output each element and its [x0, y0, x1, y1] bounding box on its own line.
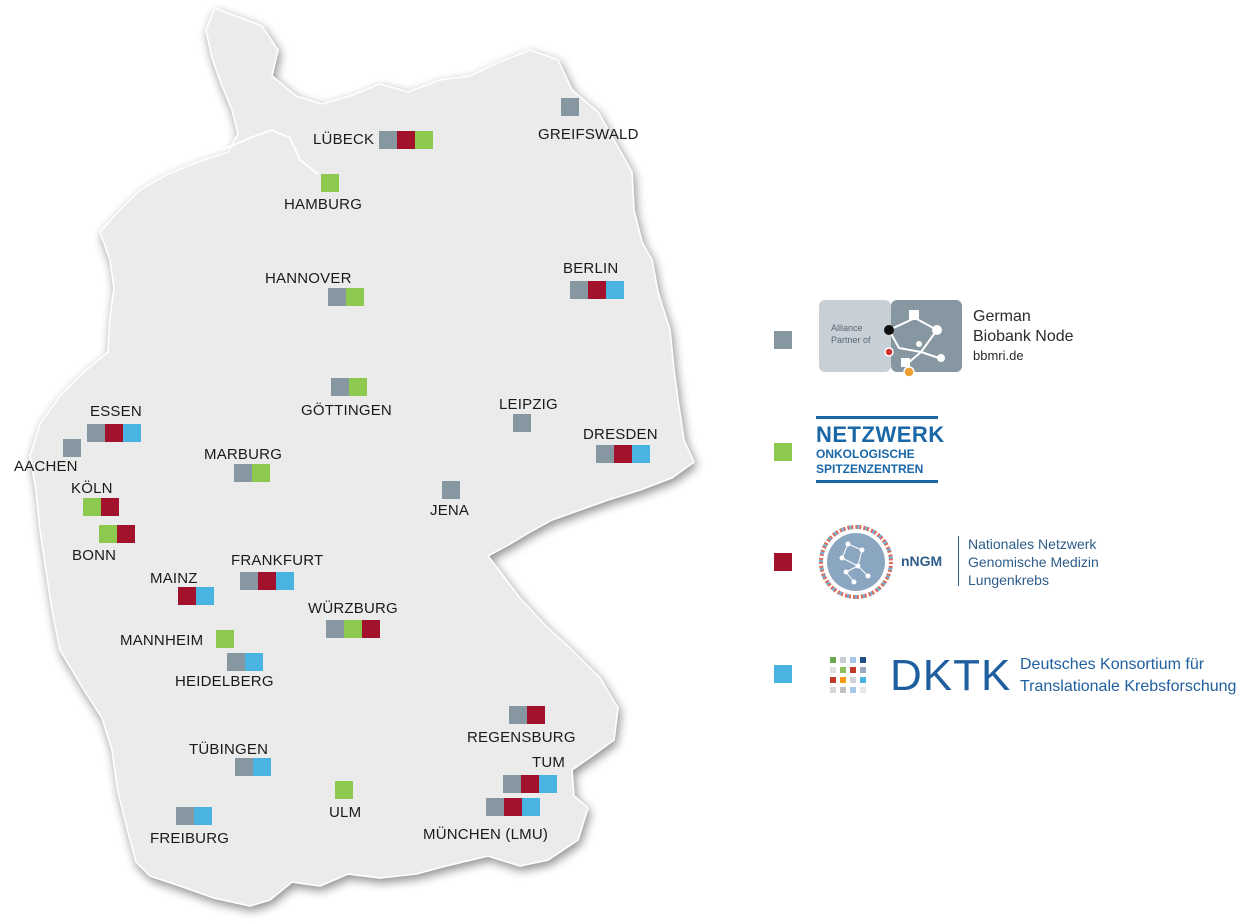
marker-nngm	[178, 587, 196, 605]
biobank-network-icon	[819, 300, 962, 378]
marker-nngm	[117, 525, 135, 543]
nwoz-line-3: SPITZENZENTREN	[816, 462, 924, 476]
city-label-frankfurt: FRANKFURT	[231, 552, 324, 569]
marker-nngm	[101, 498, 119, 516]
city-label-mainz: MAINZ	[150, 570, 198, 587]
marker-nngm	[362, 620, 380, 638]
city-label-freiburg: FREIBURG	[150, 830, 230, 847]
marker-nwoz	[321, 174, 339, 192]
germany-outline	[29, 7, 695, 907]
marker-dktk	[194, 807, 212, 825]
gbn-url: bbmri.de	[973, 348, 1024, 363]
city-label-mannheim: MANNHEIM	[120, 632, 204, 649]
marker-nwoz	[83, 498, 101, 516]
marker-nngm	[614, 445, 632, 463]
city-label-muenchen: MÜNCHEN (LMU)	[423, 826, 549, 843]
city-label-hamburg: HAMBURG	[284, 196, 363, 213]
city-label-koeln: KÖLN	[71, 480, 113, 497]
marker-nngm	[527, 706, 545, 724]
dktk-text: Deutsches Konsortium für Translationale …	[1020, 656, 1237, 695]
marker-nwoz	[344, 620, 362, 638]
city-label-essen: ESSEN	[90, 403, 142, 420]
city-label-berlin: BERLIN	[563, 260, 619, 277]
city-label-regensburg: REGENSBURG	[467, 729, 576, 746]
marker-gbn	[513, 414, 531, 432]
marker-nwoz	[346, 288, 364, 306]
marker-gbn	[442, 481, 460, 499]
nwoz-line-1: NETZWERK	[816, 422, 945, 447]
alliance-partner-text: Alliance Partner of	[831, 323, 871, 345]
city-label-bonn: BONN	[72, 547, 117, 564]
marker-gbn	[596, 445, 614, 463]
dktk-dots-icon	[830, 657, 866, 693]
marker-nwoz	[216, 630, 234, 648]
marker-nngm	[397, 131, 415, 149]
nwoz-line-2: ONKOLOGISCHE	[816, 447, 915, 461]
city-label-hannover: HANNOVER	[265, 270, 352, 287]
marker-nwoz	[252, 464, 270, 482]
marker-gbn	[328, 288, 346, 306]
marker-gbn	[503, 775, 521, 793]
marker-gbn	[509, 706, 527, 724]
marker-dktk	[522, 798, 540, 816]
marker-dktk	[123, 424, 141, 442]
marker-gbn	[240, 572, 258, 590]
city-label-wuerzburg: WÜRZBURG	[308, 600, 398, 617]
nngm-germany-icon	[819, 525, 893, 599]
city-label-ulm: ULM	[329, 804, 362, 821]
marker-dktk	[632, 445, 650, 463]
city-label-aachen: AACHEN	[14, 458, 78, 475]
marker-gbn	[176, 807, 194, 825]
marker-nngm	[504, 798, 522, 816]
legend-marker-dktk	[774, 665, 792, 683]
legend-marker-nwoz	[774, 443, 792, 461]
city-label-dresden: DRESDEN	[583, 426, 658, 443]
marker-gbn	[63, 439, 81, 457]
marker-gbn	[570, 281, 588, 299]
german-biobank-node-logo: Alliance Partner of German Biobank Node …	[819, 300, 1079, 378]
marker-dktk	[253, 758, 271, 776]
city-label-goettingen: GÖTTINGEN	[301, 402, 392, 419]
marker-dktk	[196, 587, 214, 605]
gbn-title: German Biobank Node	[973, 308, 1074, 345]
city-label-jena: JENA	[430, 502, 470, 519]
dktk-abbr: DKTK	[890, 651, 1012, 700]
marker-gbn	[486, 798, 504, 816]
marker-gbn	[234, 464, 252, 482]
marker-dktk	[539, 775, 557, 793]
nngm-text: Nationales Netzwerk Genomische Medizin L…	[968, 536, 1099, 588]
nngm-abbr: nNGM	[901, 553, 943, 569]
marker-gbn	[561, 98, 579, 116]
marker-nngm	[258, 572, 276, 590]
marker-dktk	[276, 572, 294, 590]
city-label-heidelberg: HEIDELBERG	[175, 673, 274, 690]
city-label-leipzig: LEIPZIG	[499, 396, 558, 413]
marker-gbn	[87, 424, 105, 442]
marker-nwoz	[349, 378, 367, 396]
marker-gbn	[326, 620, 344, 638]
legend-marker-gbn	[774, 331, 792, 349]
city-label-greifswald: GREIFSWALD	[538, 126, 639, 143]
city-label-marburg: MARBURG	[204, 446, 283, 463]
marker-gbn	[331, 378, 349, 396]
marker-gbn	[235, 758, 253, 776]
city-label-tum: TUM	[532, 754, 566, 771]
marker-dktk	[245, 653, 263, 671]
marker-nngm	[105, 424, 123, 442]
dktk-logo: DKTK Deutsches Konsortium für Translatio…	[828, 650, 1248, 700]
city-label-luebeck: LÜBECK	[313, 131, 375, 148]
netzwerk-oz-logo: NETZWERK ONKOLOGISCHE SPITZENZENTREN	[816, 416, 945, 483]
marker-nngm	[521, 775, 539, 793]
marker-gbn	[379, 131, 397, 149]
marker-gbn	[227, 653, 245, 671]
marker-nwoz	[415, 131, 433, 149]
marker-dktk	[606, 281, 624, 299]
marker-nwoz	[335, 781, 353, 799]
city-label-tuebingen: TÜBINGEN	[189, 741, 269, 758]
marker-nwoz	[99, 525, 117, 543]
marker-nngm	[588, 281, 606, 299]
nngm-logo: nNGM Nationales Netzwerk Genomische Medi…	[818, 524, 1138, 600]
legend-marker-nngm	[774, 553, 792, 571]
